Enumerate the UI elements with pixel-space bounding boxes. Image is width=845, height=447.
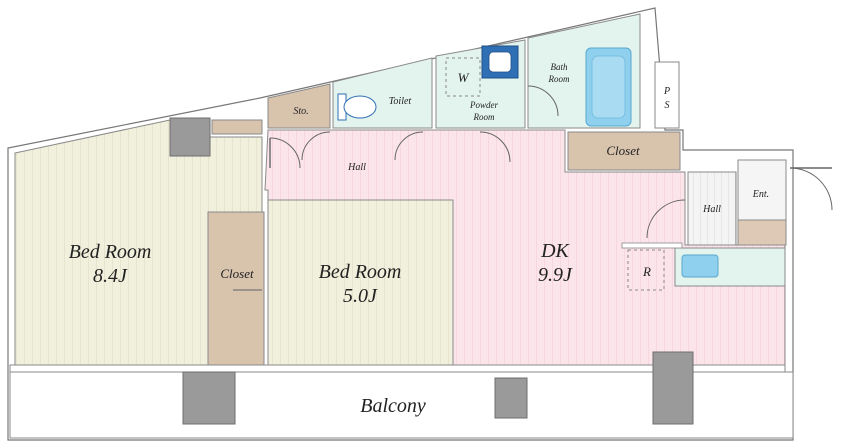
- entrance-label: Ent.: [752, 189, 769, 200]
- pipe-space-label-p: P: [663, 86, 670, 97]
- refrigerator-space: [627, 249, 665, 291]
- bed-room-small: [267, 199, 454, 366]
- dk-size: 9.9J: [538, 264, 573, 286]
- entrance-area: [737, 159, 787, 221]
- pillar: [169, 117, 211, 157]
- washbasin-bowl: [488, 51, 512, 73]
- closet-right-area: [567, 131, 681, 171]
- washer-label: W: [458, 70, 470, 85]
- hall-main-label: Hall: [347, 162, 366, 173]
- pipe-space-area: [654, 61, 680, 129]
- closet-right-label: Closet: [606, 143, 640, 158]
- bed-room-small-size: 5.0J: [343, 285, 378, 307]
- pipe-space-label-s: S: [665, 100, 670, 111]
- bed-room-large-name: Bed Room: [69, 241, 152, 263]
- balcony-rail: [9, 364, 786, 373]
- storage-area: [267, 83, 331, 129]
- door-swing: [646, 199, 686, 239]
- balcony-label: Balcony: [360, 395, 426, 417]
- closet-left-area: [207, 211, 265, 366]
- storage-shelf: [211, 119, 263, 135]
- powder-room-label-line2: Room: [473, 112, 495, 122]
- dk-name: DK: [540, 240, 570, 262]
- hall-entry-area: [687, 171, 737, 246]
- bed-room-large-size: 8.4J: [93, 265, 128, 287]
- bath-room-label-line2: Room: [548, 74, 570, 84]
- bed-room-small-name: Bed Room: [319, 261, 402, 283]
- powder-room-label-line1: Powder: [469, 100, 498, 110]
- door-swing: [479, 131, 511, 163]
- toilet-area: [332, 57, 433, 129]
- counter-ledge: [621, 242, 683, 249]
- hall-entry-label: Hall: [702, 204, 721, 215]
- door-swing: [527, 85, 559, 117]
- toilet-label: Toilet: [389, 96, 412, 107]
- storage-label: Sto.: [293, 106, 308, 117]
- refrigerator-label: R: [642, 264, 651, 279]
- bath-room-label-line1: Bath: [551, 62, 568, 72]
- door-swing: [301, 131, 331, 161]
- pillar: [494, 377, 528, 419]
- entrance-door-swing: [789, 167, 833, 211]
- door-swing: [269, 137, 301, 169]
- pillar: [652, 351, 694, 425]
- pillar: [182, 371, 236, 425]
- entrance-step: [737, 219, 787, 246]
- toilet-bowl: [343, 95, 377, 119]
- kitchen-sink: [681, 254, 719, 278]
- door-swing: [394, 131, 424, 161]
- closet-left-label: Closet: [220, 266, 254, 281]
- bath-tub-inner: [591, 55, 626, 119]
